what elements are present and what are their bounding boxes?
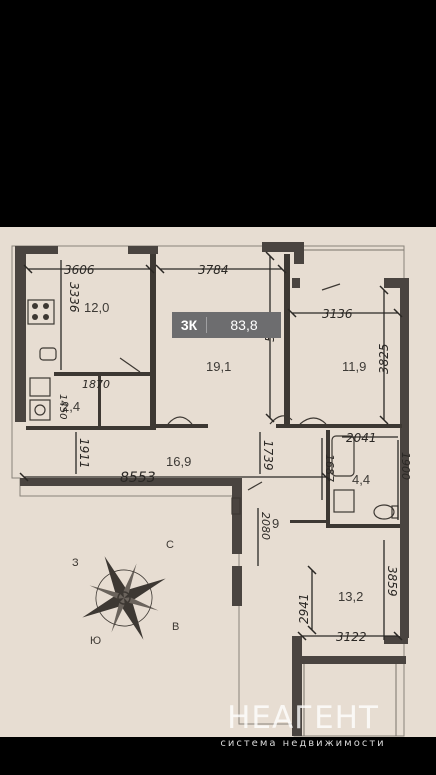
small-bathroom-area-label: 2,4 (62, 399, 80, 414)
compass-north-label: С (166, 539, 174, 551)
kitchen-area-label: 12,0 (84, 300, 109, 315)
dimension-3136: 3136 (322, 307, 353, 321)
apartment-badge: 3К 83,8 (172, 312, 281, 338)
room-bottom-area-label: 13,2 (338, 589, 363, 604)
corridor-area-label: 9 (272, 516, 279, 531)
room-count: 3К (180, 317, 198, 333)
dimension-1450: 1450 (57, 394, 68, 419)
dimension-2941: 2941 (297, 593, 311, 624)
dimension-1739: 1739 (261, 440, 275, 471)
dimension-1900: 1900 (399, 452, 412, 480)
dimension-3336: 3336 (67, 282, 81, 313)
dimension-3825: 3825 (377, 343, 391, 374)
total-area: 83,8 (206, 317, 281, 333)
compass-west-label: З (72, 557, 79, 569)
door-swings (119, 283, 341, 491)
compass-east-label: В (172, 621, 179, 633)
dimension-1870: 1870 (82, 378, 110, 391)
small-bathroom-fixtures (29, 377, 51, 421)
watermark-tagline: система недвижимости (220, 738, 386, 749)
dimension-3606: 3606 (64, 263, 95, 277)
dimension-8553: 8553 (120, 470, 156, 486)
hall-area-label: 16,9 (166, 454, 191, 469)
kitchen-fixtures (27, 299, 57, 361)
dimension-2041: 2041 (346, 431, 377, 445)
dimension-2080: 2080 (259, 512, 272, 540)
compass-rose (82, 556, 166, 640)
room-center-area-label: 19,1 (206, 359, 231, 374)
balcony (303, 249, 404, 736)
room-right-area-label: 11,9 (342, 359, 366, 374)
dimension-1687: 1687 (323, 454, 336, 482)
interior-walls (26, 254, 402, 528)
dimension-lines (24, 256, 399, 640)
dimension-3784: 3784 (198, 263, 229, 277)
dimension-1911: 1911 (77, 438, 91, 469)
bathroom-area-label: 4,4 (352, 472, 370, 487)
exterior-walls (15, 242, 409, 736)
dimension-3122: 3122 (336, 630, 367, 644)
watermark-logo: НЕАГЕНТ (227, 700, 379, 736)
compass-south-label: Ю (90, 635, 101, 647)
dimension-ticks (19, 251, 403, 641)
bottom-bar (0, 737, 436, 775)
dimension-3859: 3859 (385, 566, 399, 597)
